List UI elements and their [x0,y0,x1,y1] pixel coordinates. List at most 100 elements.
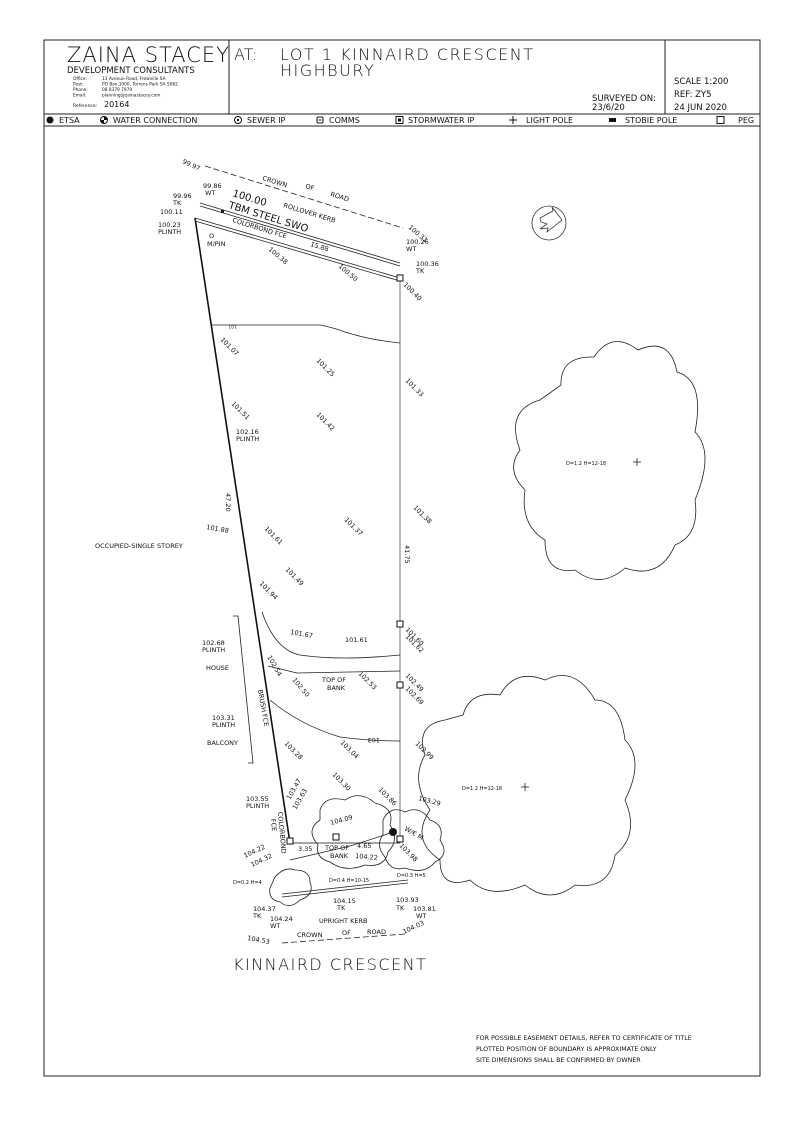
surveyed-label: SURVEYED ON: [592,94,656,104]
bottom-tk-right-level: 103.93 [396,896,419,904]
lot-boundary [194,217,401,844]
legend-label-peg: PEG [738,116,754,125]
bottom-crown-word-2: OF [342,929,351,937]
tree-label-4: D=0.4 H=10-15 [329,878,369,884]
top-of-bank-1-line1: TOP OF [321,676,346,684]
bottom-wt-right-label: WT [416,912,426,920]
bottom-tk-mid-label: TK [336,904,346,912]
tk-right-label: TK [415,267,425,275]
house-outline [233,615,254,764]
plinth-front-label: PLINTH [158,228,181,236]
stormwater-ip-icon [395,116,404,124]
note-line: PLOTTED POSITION OF BOUNDARY IS APPROXIM… [476,1046,657,1053]
rear-level-c: 104.09 [329,813,353,827]
legend-label-stormwater-ip: STORMWATER IP [408,116,474,125]
tree-label-2: D=1.2 H=12-18 [462,786,502,792]
peg-marker-rear-right [396,835,404,843]
mpin-label: M/PIN [207,240,226,248]
contact-label-phone: Phone: [73,87,88,93]
bottom-tk-left-level: 104.37 [253,905,276,913]
spot-level: 102.99 [414,740,436,762]
contour-lines [212,324,401,861]
contact-value-post: PO Box 1000, Torrens Park SA 5062 [102,82,178,88]
company-subtitle: DEVELOPMENT CONSULTANTS [67,66,195,76]
legend-label-light-pole: LIGHT POLE [526,116,573,125]
bottom-wt-left-label: WT [270,922,280,930]
spot-level: 103.98 [398,842,420,864]
surveyed-date: 23/6/20 [592,103,625,113]
stobie-pole-marker [221,210,224,213]
stobie-pole-icon [609,118,616,122]
balcony-plinth-label: PLINTH [212,721,235,729]
spot-level: 103.04 [339,739,361,761]
peg-marker-right-2 [396,681,404,689]
rear-fence-label-2: FCE [269,818,278,831]
plinth-rear-label: PLINTH [246,802,269,810]
spot-level: 102.50 [290,676,311,699]
rear-width: 3.35 [298,845,312,853]
tree-label-3: D=0.2 H=4 [233,880,262,886]
plan-labels: 99.97 CROWN OF ROAD 100.31 99.86 WT 99.9… [95,158,606,946]
bottom-tk-mid-level: 104.15 [333,897,356,905]
plinth-mid-label: PLINTH [236,435,259,443]
contact-label-office: Office: [73,76,87,82]
bottom-crown-end: 104.03 [401,919,425,936]
general-notes: FOR POSSIBLE EASEMENT DETAILS, REFER TO … [476,1035,692,1064]
bottom-tk-left-label: TK [252,912,262,920]
mpin-label-o: O [209,232,214,240]
scale-text: SCALE 1:200 [674,77,728,87]
top-of-bank-1-line2: BANK [327,684,346,692]
spot-level: 102.53 [357,670,379,692]
upright-kerb-label: UPRIGHT KERB [319,917,367,925]
balcony-level: 103.31 [212,714,235,722]
spot-level: 103.28 [283,740,305,762]
legend-label-water-connection: WATER CONNECTION [113,116,197,125]
address-line-2: HIGHBURY [280,61,375,80]
address-line-1: LOT 1 KINNAIRD CRESCENT [280,45,534,64]
tree-canopy-small-1 [269,868,312,906]
bank-width: 4.65 [357,842,371,850]
peg-marker-rear-mid [332,833,340,841]
corner-left-level: 100.11 [160,208,183,216]
tk-left-label: TK [172,199,182,207]
spot-level: 101.88 [206,523,230,535]
top-of-bank-2-line1: TOP OF [324,844,349,852]
spot-level: 101.49 [284,566,306,588]
spot-level: 101.61 [345,636,368,644]
water-connection-marker [389,828,397,836]
bottom-wt-left-level: 104.24 [270,915,293,923]
tree-centre-markers [521,458,641,791]
legend-label-etsa: ETSA [59,116,80,125]
house-label: HOUSE [206,664,229,672]
note-line: FOR POSSIBLE EASEMENT DETAILS, REFER TO … [476,1035,692,1042]
house-level: 102.68 [202,639,225,647]
at-label: AT: [234,45,257,64]
spot-level: 101.07 [219,336,241,358]
plinth-rear-level: 103.55 [246,795,269,803]
front-level-a: 100.38 [267,245,290,266]
tk-left-level: 99.96 [173,192,192,200]
tree-canopy-large-1 [513,341,706,580]
tree-canopy-small-2 [379,809,445,871]
plinth-mid-level: 102.16 [236,428,259,436]
contact-label-email: Email: [73,93,86,99]
north-arrow-icon [531,205,567,241]
crown-word-3: ROAD [329,190,349,203]
drawing-frame [43,39,761,1077]
legend-label-comms: COMMS [329,116,360,125]
spot-level: 101.51 [230,400,252,422]
neighbour-label: OCCUPIED-SINGLE STOREY [95,542,183,550]
bottom-wt-right-level: 103.81 [413,905,436,913]
contour-101-label: 101 [228,323,237,329]
top-road-linework [194,165,404,282]
spot-level: 103.29 [417,794,441,808]
contact-value-office: 13 Avenue Road, Frewville SA [102,76,166,82]
tree-canopy-large-2 [418,675,636,896]
balcony-label: BALCONY [207,739,238,747]
water-meter-label: W/€ M [403,825,425,842]
plinth-front-level: 100.23 [158,221,181,229]
bank-level: 104.22 [355,852,378,862]
crown-word-2: OF [304,182,315,192]
tree-label-1: D=1.2 H=12-18 [566,461,606,467]
